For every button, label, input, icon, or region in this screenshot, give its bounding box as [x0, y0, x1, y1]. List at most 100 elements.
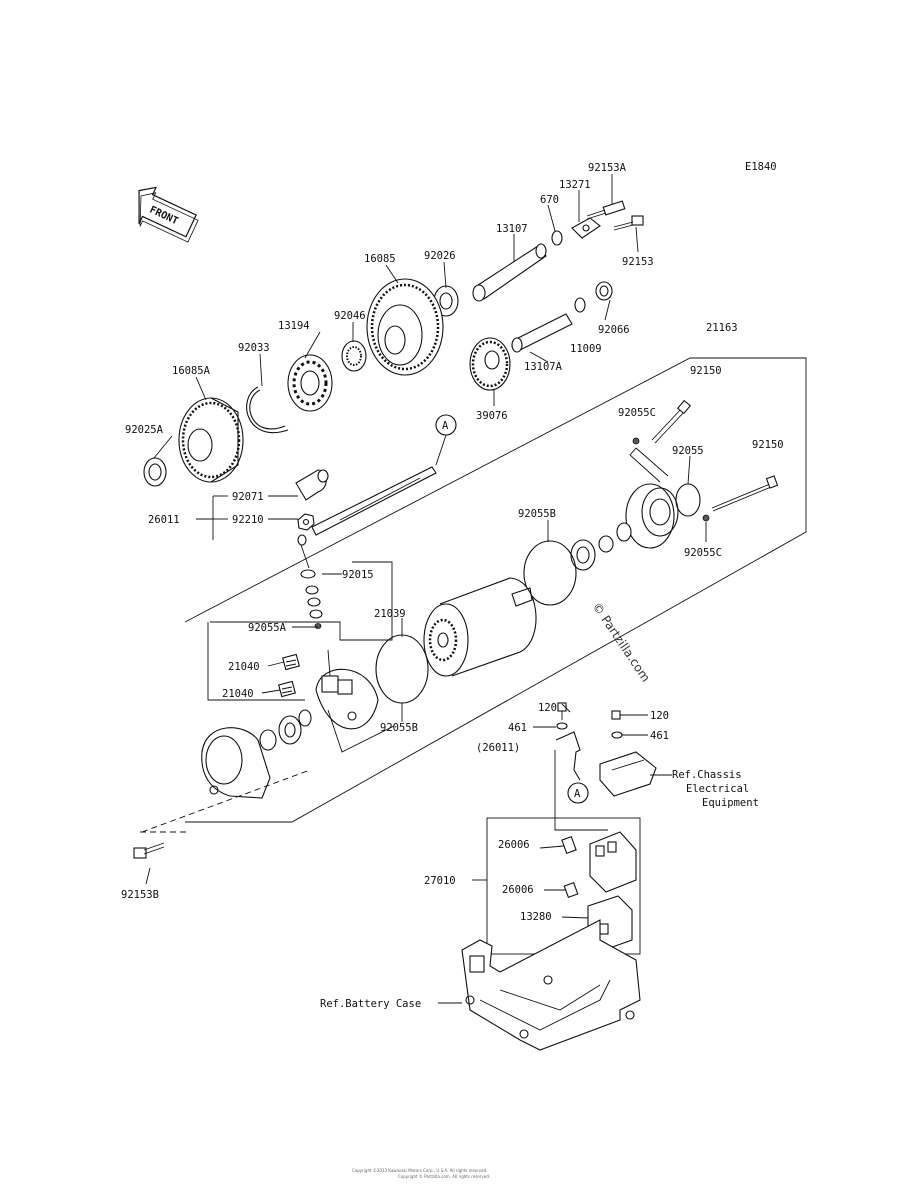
fuse-26006-a: [561, 836, 577, 854]
label-26006-b: 26006: [502, 884, 534, 896]
leader-lines: [145, 174, 707, 919]
bearing-front: [278, 715, 302, 745]
spring-21040-a: [282, 653, 300, 671]
label-120-a: 120: [538, 702, 557, 714]
bolt-120-a: [557, 702, 567, 720]
connector-chassis: [599, 751, 657, 797]
part-labels: 92153A 13271 670 13107 92153 16085 92026…: [121, 162, 784, 1010]
label-92055A: 92055A: [248, 622, 287, 634]
ref-chassis-line3: Equipment: [702, 797, 759, 809]
label-11009: 11009: [570, 343, 602, 355]
bearing-right: [570, 539, 596, 571]
label-13271: 13271: [559, 179, 591, 191]
dash-leader-92153B: [140, 769, 311, 833]
ref-chassis-line2: Electrical: [686, 783, 749, 795]
shaft-26011: [311, 466, 437, 536]
fuse-26006-b: [563, 881, 579, 899]
gear-16085: [366, 278, 444, 376]
label-92210: 92210: [232, 514, 264, 526]
spring-21040-b: [278, 680, 296, 698]
label-26011-ref: (26011): [476, 742, 520, 754]
label-27010: 27010: [424, 875, 456, 887]
yoke-21039: [423, 577, 537, 677]
bolt-92150-b: [711, 475, 779, 512]
label-92153B: 92153B: [121, 889, 159, 901]
washer-461-b: [611, 731, 623, 739]
snap-ring-92033: [249, 389, 286, 430]
label-461-b: 461: [650, 730, 669, 742]
label-13194: 13194: [278, 320, 310, 332]
gear-16085A: [178, 397, 244, 483]
shaft-11009: [511, 313, 573, 353]
end-cover: [625, 483, 679, 549]
svg-text:A: A: [442, 420, 449, 432]
label-16085: 16085: [364, 253, 396, 265]
gear-39076: [469, 337, 511, 391]
ref-battery-case: Ref.Battery Case: [320, 998, 421, 1010]
copyright-line1: Copyright ©2013 Kawasaki Motors Corp., U…: [352, 1168, 487, 1173]
label-92055B-bot: 92055B: [380, 722, 418, 734]
clutch-13194: [287, 354, 333, 412]
label-92071: 92071: [232, 491, 264, 503]
seal-92025A: [143, 457, 167, 487]
watermark: © Partzilla.com: [590, 600, 653, 685]
label-13107: 13107: [496, 223, 528, 235]
label-92055B-top: 92055B: [518, 508, 556, 520]
label-92153A: 92153A: [588, 162, 627, 174]
label-92150-b: 92150: [752, 439, 784, 451]
cap-92071: [295, 469, 329, 501]
svg-text:A: A: [574, 788, 581, 800]
washer-92055C-top: [632, 437, 640, 445]
washer-92055C-bot: [702, 514, 710, 522]
bolt-92153B: [133, 842, 165, 859]
terminal-26011: [555, 731, 581, 781]
label-39076: 39076: [476, 410, 508, 422]
label-21040-a: 21040: [228, 661, 260, 673]
needle-bearing-92046: [341, 340, 367, 372]
label-21040-b: 21040: [222, 688, 254, 700]
nut-92066: [595, 281, 613, 301]
bolt-92150-a: [651, 399, 692, 444]
brush-holder: [315, 649, 379, 730]
front-arrow-icon: FRONT: [138, 186, 199, 243]
copyright-line2: Copyright © Partzilla.com. All rights re…: [398, 1174, 490, 1179]
shaft-13107: [472, 243, 547, 302]
label-16085A: 16085A: [172, 365, 211, 377]
label-92153: 92153: [622, 256, 654, 268]
plate-13271: [571, 217, 601, 239]
bolt-92153A: [586, 200, 626, 220]
label-92025A: 92025A: [125, 424, 164, 436]
label-92015: 92015: [342, 569, 374, 581]
diagram-code: E1840: [745, 161, 777, 173]
o-ring-92055: [675, 483, 701, 517]
washer-stack-92015: [300, 569, 323, 629]
label-120-b: 120: [650, 710, 669, 722]
bolt-92153: [613, 215, 644, 231]
o-ring-92055B-bot: [375, 634, 429, 704]
label-92055C-top: 92055C: [618, 407, 656, 419]
label-92055: 92055: [672, 445, 704, 457]
label-26011: 26011: [148, 514, 180, 526]
front-cover: [201, 727, 271, 799]
ref-circle-a-bottom: A: [567, 782, 589, 804]
label-13107A: 13107A: [524, 361, 563, 373]
label-21163: 21163: [706, 322, 738, 334]
ref-chassis-line1: Ref.Chassis: [672, 769, 742, 781]
battery-case: [461, 919, 641, 1051]
washer-461-a: [556, 722, 568, 730]
label-92026: 92026: [424, 250, 456, 262]
label-92066: 92066: [598, 324, 630, 336]
label-670: 670: [540, 194, 559, 206]
label-92046: 92046: [334, 310, 366, 322]
nut-92210: [297, 513, 315, 531]
assembly-21163-bracket: [184, 357, 807, 823]
relay-unit: [589, 831, 637, 893]
o-ring-92055B-top: [523, 540, 577, 606]
label-92055C-bot: 92055C: [684, 547, 722, 559]
ref-circle-a-top: A: [435, 414, 457, 466]
label-26006-a: 26006: [498, 839, 530, 851]
label-13280: 13280: [520, 911, 552, 923]
label-92033: 92033: [238, 342, 270, 354]
label-92150-a: 92150: [690, 365, 722, 377]
